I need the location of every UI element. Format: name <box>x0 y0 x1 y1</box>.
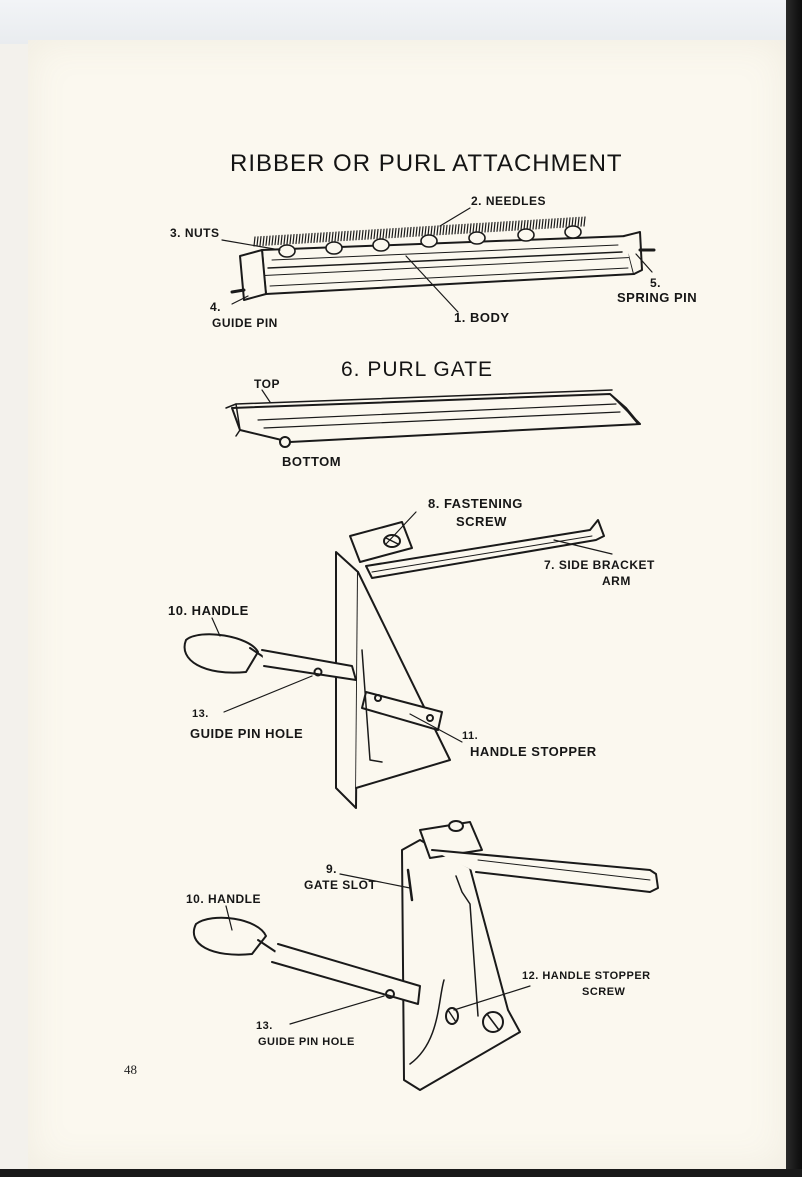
page-title: RIBBER OR PURL ATTACHMENT <box>230 150 623 177</box>
label-guide-pin-hole-1: GUIDE PIN HOLE <box>190 726 304 741</box>
label-guide-pin-hole-number-2: 13. <box>256 1020 273 1032</box>
label-body: 1. BODY <box>454 310 510 325</box>
label-guide-pin: GUIDE PIN <box>212 316 278 330</box>
label-handle-1: 10. HANDLE <box>168 603 249 618</box>
label-side-bracket-line2: ARM <box>602 574 631 588</box>
label-needles: 2. NEEDLES <box>471 194 547 208</box>
purl-gate-title: 6. PURL GATE <box>341 358 494 381</box>
label-handle-stopper-number: 11. <box>462 730 479 742</box>
label-fastening-screw-line1: 8. FASTENING <box>428 496 523 511</box>
label-gate-slot: GATE SLOT <box>304 878 377 892</box>
label-spring-pin: SPRING PIN <box>617 290 698 305</box>
label-spring-pin-number: 5. <box>650 276 662 290</box>
scan-top-margin <box>0 0 802 44</box>
label-handle-stopper: HANDLE STOPPER <box>470 744 597 759</box>
scan-bottom-border <box>0 1169 802 1177</box>
label-guide-pin-hole-number-1: 13. <box>192 708 209 720</box>
label-top: TOP <box>254 377 280 391</box>
label-bottom: BOTTOM <box>282 454 342 469</box>
label-gate-slot-number: 9. <box>326 862 338 876</box>
label-stopper-screw-line2: SCREW <box>582 986 626 998</box>
label-nuts: 3. NUTS <box>170 226 220 240</box>
ribber-attachment-drawing <box>221 207 656 313</box>
page-number: 48 <box>124 1062 137 1077</box>
label-fastening-screw-line2: SCREW <box>456 514 507 529</box>
label-side-bracket-line1: 7. SIDE BRACKET <box>544 558 655 572</box>
label-handle-2: 10. HANDLE <box>186 892 262 906</box>
label-stopper-screw-line1: 12. HANDLE STOPPER <box>522 970 651 982</box>
nut-icons <box>278 225 582 258</box>
side-bracket-drawing-1 <box>183 511 613 809</box>
label-guide-pin-number: 4. <box>210 300 222 314</box>
purl-gate-drawing <box>225 389 641 448</box>
side-bracket-drawing-2 <box>193 820 659 1091</box>
scan-right-border <box>786 0 802 1177</box>
label-guide-pin-hole-2: GUIDE PIN HOLE <box>258 1036 355 1048</box>
